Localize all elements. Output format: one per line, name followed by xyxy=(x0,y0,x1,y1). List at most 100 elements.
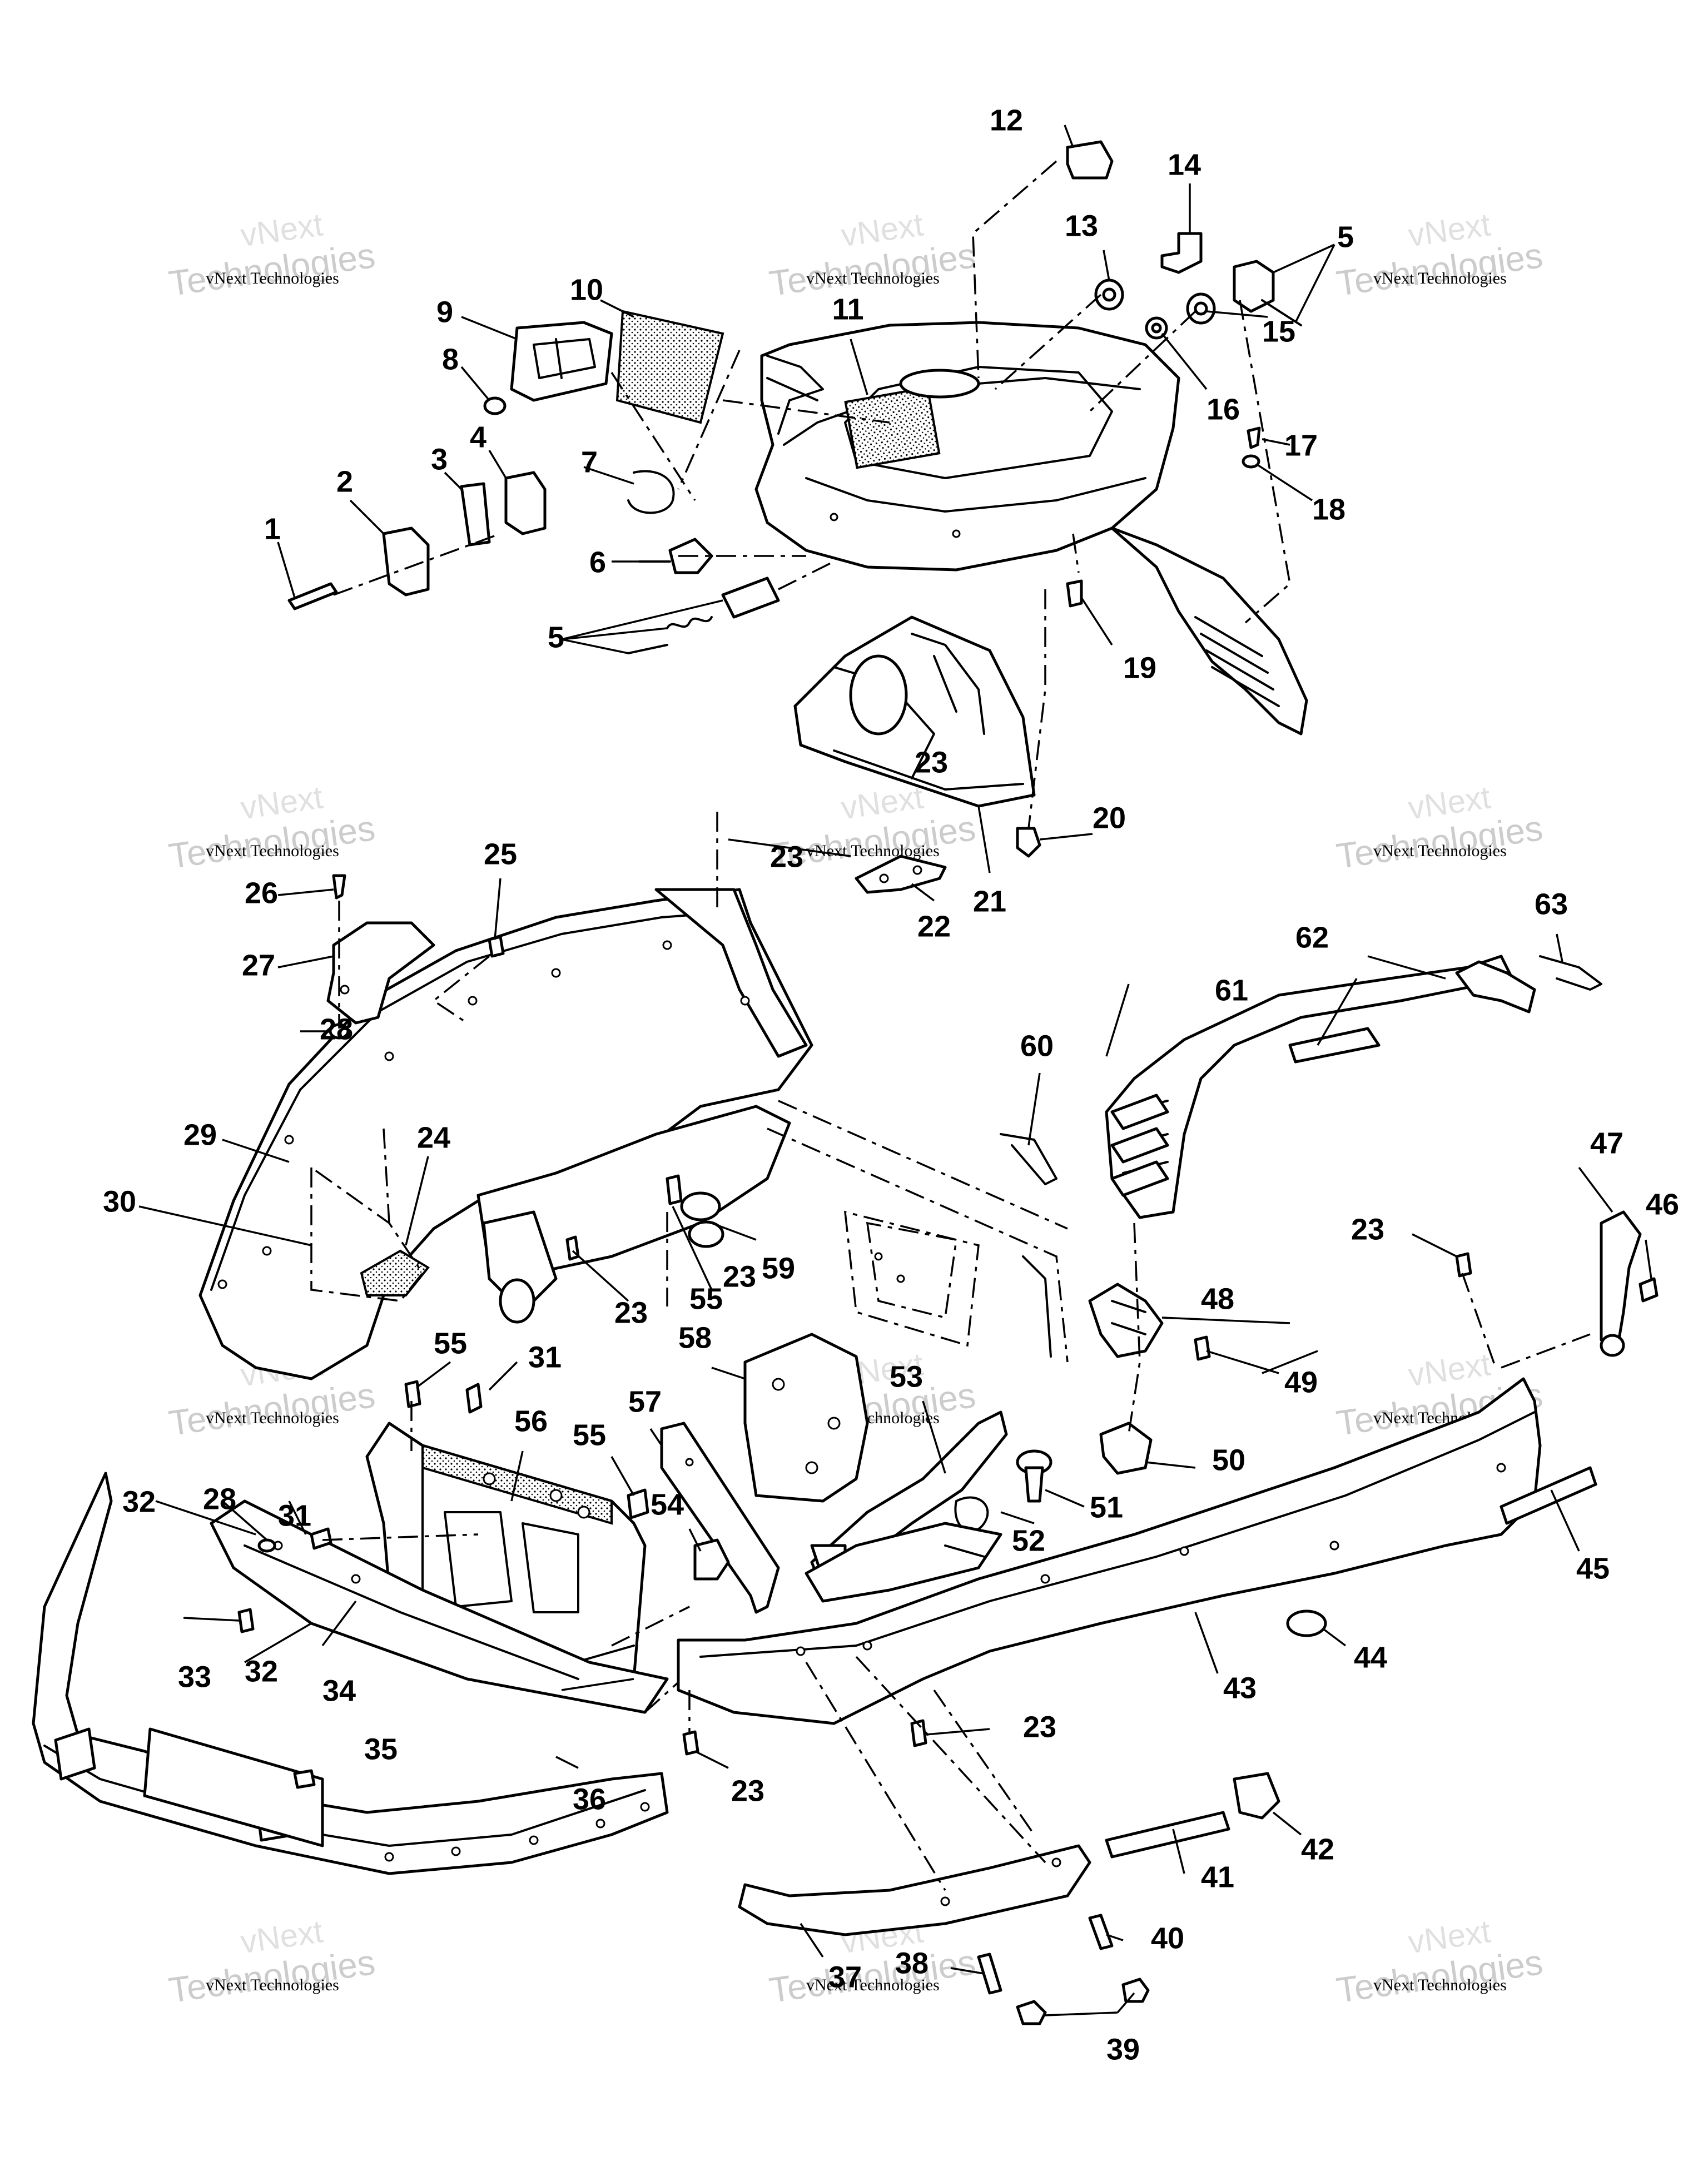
frame-outline xyxy=(767,1100,1069,1363)
assembly-lines xyxy=(322,160,1591,1735)
callout-12: 12 xyxy=(990,103,1023,137)
callout-23: 23 xyxy=(723,1260,756,1293)
callout-36: 36 xyxy=(573,1782,606,1816)
callout-23: 23 xyxy=(1023,1710,1056,1743)
callout-23: 23 xyxy=(614,1296,648,1329)
front-bumper xyxy=(32,1472,669,1875)
callout-51: 51 xyxy=(1090,1491,1123,1524)
callout-18: 18 xyxy=(1312,493,1345,526)
watermark-vnext-technologies: vNext Technologies xyxy=(806,842,940,860)
leader-lines xyxy=(138,125,1652,2016)
callout-55: 55 xyxy=(573,1418,606,1452)
callout-56: 56 xyxy=(514,1404,548,1438)
right-frame-rail xyxy=(677,1210,1659,1756)
callout-8: 8 xyxy=(442,342,459,376)
callout-4: 4 xyxy=(470,420,486,454)
callout-35: 35 xyxy=(364,1732,398,1766)
callout-2: 2 xyxy=(336,465,353,498)
callout-52: 52 xyxy=(1012,1524,1045,1557)
callout-48: 48 xyxy=(1201,1282,1234,1315)
callout-42: 42 xyxy=(1301,1832,1334,1866)
callout-33: 33 xyxy=(178,1660,211,1693)
callout-63: 63 xyxy=(1535,887,1568,921)
callout-3: 3 xyxy=(431,443,448,476)
dash-panel xyxy=(793,579,1083,858)
callout-27: 27 xyxy=(242,948,275,982)
watermark-vnext-technologies: vNext Technologies xyxy=(806,1976,940,1994)
callout-6: 6 xyxy=(589,545,606,579)
callout-23: 23 xyxy=(915,746,948,779)
watermark-vnext-technologies: vNext Technologies xyxy=(1373,842,1507,860)
callout-30: 30 xyxy=(103,1185,136,1218)
callout-14: 14 xyxy=(1168,148,1201,181)
callout-28: 28 xyxy=(203,1482,236,1516)
watermark-vnext-technologies: vNext Technologies xyxy=(206,269,339,287)
watermark-vnext-technologies: vNext Technologies xyxy=(206,842,339,860)
hood-hardware xyxy=(287,140,1302,654)
callout-31: 31 xyxy=(528,1340,562,1374)
callout-54: 54 xyxy=(651,1488,684,1521)
callout-21: 21 xyxy=(973,885,1006,918)
callout-labels: 1234556789101112131415161718192021222323… xyxy=(103,103,1679,2066)
callout-15: 15 xyxy=(1262,315,1295,348)
callout-40: 40 xyxy=(1151,1921,1184,1955)
callout-59: 59 xyxy=(762,1251,795,1285)
callout-23: 23 xyxy=(731,1774,764,1807)
callout-46: 46 xyxy=(1646,1188,1679,1221)
callout-45: 45 xyxy=(1576,1552,1610,1585)
callout-41: 41 xyxy=(1201,1860,1234,1894)
watermark-vnext-technologies: vNext Technologies xyxy=(206,1409,339,1427)
callout-29: 29 xyxy=(183,1118,217,1151)
callout-5: 5 xyxy=(1337,220,1354,254)
callout-28: 28 xyxy=(320,1012,353,1046)
callout-43: 43 xyxy=(1223,1671,1257,1705)
callout-55: 55 xyxy=(434,1327,467,1360)
callout-39: 39 xyxy=(1106,2033,1140,2066)
callout-10: 10 xyxy=(570,273,603,306)
callout-24: 24 xyxy=(417,1121,450,1154)
left-fender-body xyxy=(198,874,813,1380)
callout-61: 61 xyxy=(1215,973,1248,1007)
callout-11: 11 xyxy=(832,292,863,326)
callout-26: 26 xyxy=(245,876,278,910)
callout-44: 44 xyxy=(1354,1641,1387,1674)
callout-58: 58 xyxy=(678,1321,712,1354)
callout-34: 34 xyxy=(322,1674,356,1707)
callout-9: 9 xyxy=(436,295,453,329)
bracket-22 xyxy=(855,854,947,894)
callout-57: 57 xyxy=(628,1385,662,1418)
watermark-vnext-technologies: vNext Technologies xyxy=(206,1976,339,1994)
callout-62: 62 xyxy=(1295,921,1329,954)
callout-55: 55 xyxy=(689,1282,723,1315)
callout-23: 23 xyxy=(1351,1213,1384,1246)
callout-22: 22 xyxy=(917,910,951,943)
callout-13: 13 xyxy=(1065,209,1098,242)
watermark-vnext-technologies: vNext Technologies xyxy=(1373,269,1507,287)
callout-19: 19 xyxy=(1123,651,1156,684)
callout-23: 23 xyxy=(770,840,803,873)
callout-32: 32 xyxy=(245,1655,278,1688)
callout-60: 60 xyxy=(1020,1029,1054,1062)
callout-50: 50 xyxy=(1212,1443,1245,1477)
callout-5: 5 xyxy=(548,620,564,654)
lower-trim-parts xyxy=(738,1656,1280,2025)
callout-49: 49 xyxy=(1284,1365,1318,1399)
callout-17: 17 xyxy=(1284,429,1318,462)
callout-53: 53 xyxy=(890,1360,923,1393)
rear-fender xyxy=(1000,955,1602,1475)
footrest-front xyxy=(210,1380,702,1714)
callout-20: 20 xyxy=(1093,801,1126,834)
callout-47: 47 xyxy=(1590,1126,1623,1160)
callout-25: 25 xyxy=(484,837,517,871)
watermark-vnext-technologies: vNext Technologies xyxy=(1373,1976,1507,1994)
callout-7: 7 xyxy=(581,445,598,479)
